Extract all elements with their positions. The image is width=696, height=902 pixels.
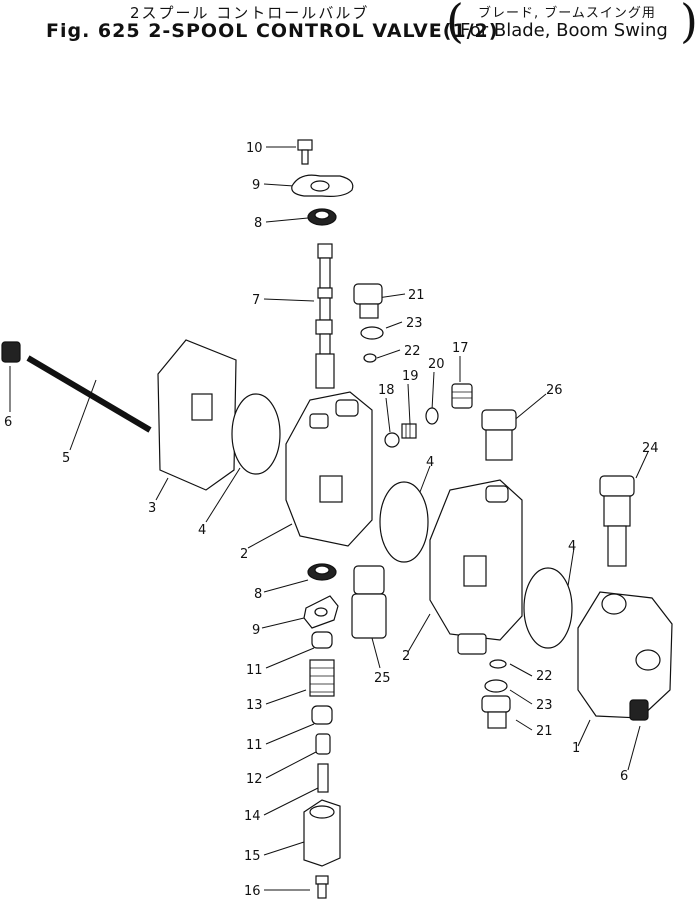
callout-11: 11 [246,663,263,678]
part-4-oring-left [231,393,281,475]
tie-bolt [1,341,152,433]
part-2-valve-section-left [285,391,373,547]
part-11-retainer-upper [311,631,333,649]
part-10-bolt-head [297,139,313,151]
relief-and-end-cover [577,475,673,721]
figure-subtitle: For Blade, Boom Swing [460,20,668,41]
part-24-body [603,495,631,527]
callout-19: 19 [402,369,419,384]
part-21-thread [359,303,379,319]
callout-4: 4 [198,523,206,538]
part-21-plug-lower [481,695,511,713]
part-10-bolt-shank [301,149,309,165]
callout-16: 16 [244,884,261,899]
callout-8-lower: 8 [254,587,262,602]
part-24-cap [599,475,635,497]
part-22-oring-lower [489,659,507,669]
left-paren: ( [446,0,464,48]
callout-6: 6 [4,415,12,430]
part-7-spool-end [315,353,335,389]
callout-4-center: 4 [426,455,434,470]
callout-14: 14 [244,809,261,824]
figure-title-japanese: 2スプール コントロールバルブ [130,4,370,22]
callout-2: 2 [240,547,248,562]
part-20-oring [425,407,439,425]
part-23-oring-lower [484,679,508,693]
part-4-oring-right [523,567,573,649]
callout-9: 9 [252,178,260,193]
callout-26: 26 [546,383,563,398]
upper-spool-parts [291,139,354,389]
callout-23: 23 [406,316,423,331]
part-19-spring [401,423,417,439]
callout-24: 24 [642,441,659,456]
callout-6-lower: 6 [620,769,628,784]
part-13-spring [309,659,335,697]
callout-3: 3 [148,501,156,516]
part-14-bolt [317,763,329,793]
part-7-spool-land [315,319,333,335]
lower-spool-parts [303,563,341,899]
part-12-stopper [315,733,331,755]
upper-right-fittings [353,283,517,461]
part-6-nut-lower [629,699,649,721]
callout-12: 12 [246,772,263,787]
callout-8: 8 [254,216,262,231]
part-26-relief-cap [481,409,517,431]
lower-center-fittings [351,565,511,729]
callout-7: 7 [252,293,260,308]
callout-23-lower: 23 [536,698,553,713]
callout-18: 18 [378,383,395,398]
callout-2-right: 2 [402,649,410,664]
part-4-oring-center [379,481,429,563]
callout-10: 10 [246,141,263,156]
part-24-stem [607,525,627,567]
callout-1: 1 [572,741,580,756]
leader-lines [9,146,649,891]
part-22-oring [363,353,377,363]
figure-subtitle-japanese: ブレード, ブームスイング用 [478,6,656,21]
right-paren: ) [680,0,696,44]
callout-11-lower: 11 [246,738,263,753]
part-6-nut [1,341,21,363]
part-25-valve-body [351,593,387,639]
part-7-spool-top [317,243,333,259]
callout-25: 25 [374,671,391,686]
part-26-relief-body [485,429,513,461]
part-3-port [191,393,213,421]
figure-title: Fig. 625 2-SPOOL CONTROL VALVE(1/2) [46,20,499,42]
callout-4-right: 4 [568,539,576,554]
callout-22: 22 [404,344,421,359]
part-5-tie-bolt [26,355,152,433]
callout-17: 17 [452,341,469,356]
part-16-bolt-shank [317,883,327,899]
callout-13: 13 [246,698,263,713]
callout-20: 20 [428,357,445,372]
part-16-bolt-head [315,875,329,885]
part-23-oring [360,326,384,340]
part-18-ball [384,432,400,448]
callout-15: 15 [244,849,261,864]
part-17-plug [451,383,473,409]
callout-9-lower: 9 [252,623,260,638]
callout-21-lower: 21 [536,724,553,739]
callout-22-lower: 22 [536,669,553,684]
callout-labels: 10 9 8 7 21 23 22 17 18 19 20 26 6 5 3 4… [4,141,659,899]
callout-5: 5 [62,451,70,466]
end-cover-and-orings [157,339,573,649]
valve-sections [285,391,523,655]
part-21-plug [353,283,383,305]
part-11-retainer-lower [311,705,333,725]
part-25-valve-cap [353,565,385,595]
callout-21: 21 [408,288,425,303]
